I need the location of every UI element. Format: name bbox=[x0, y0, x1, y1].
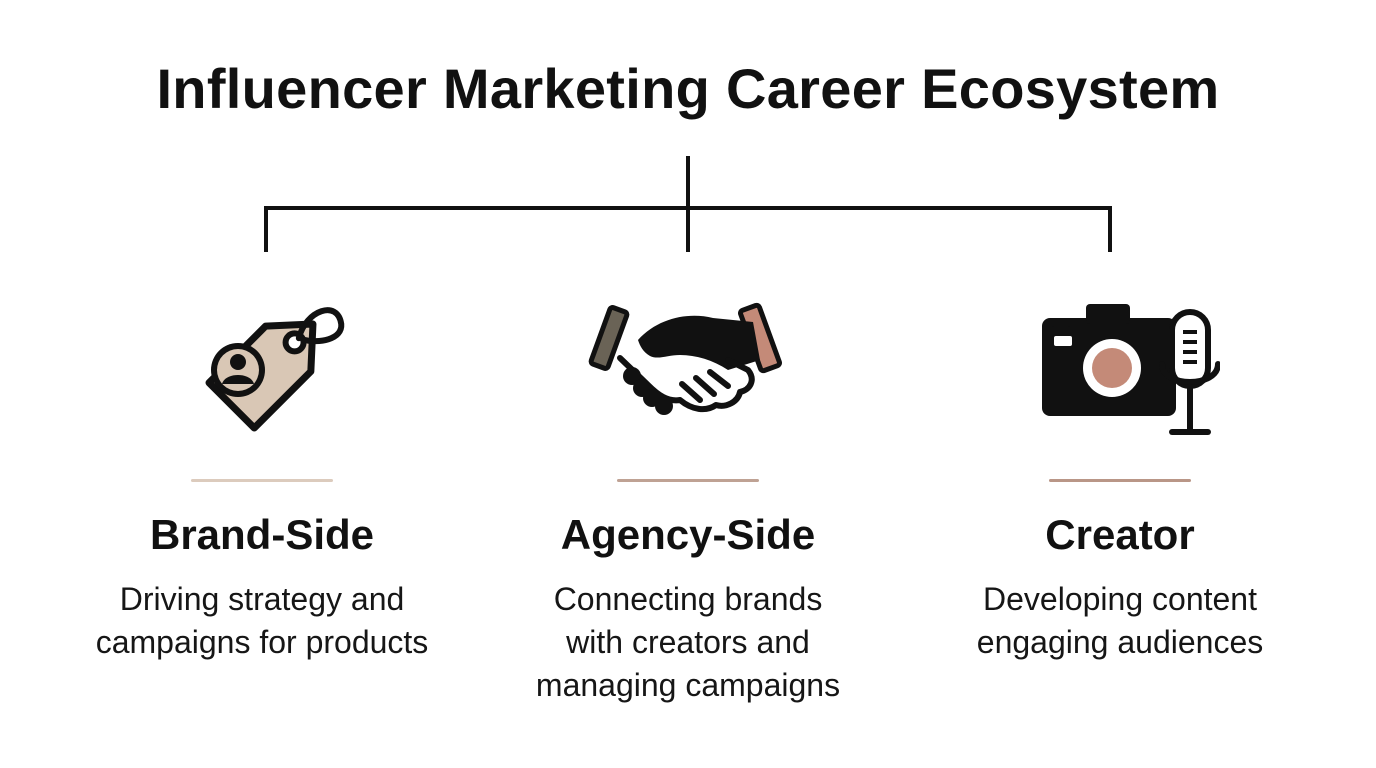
divider-brand bbox=[191, 479, 333, 482]
description-line: Connecting brands bbox=[553, 581, 823, 617]
column-creator: Creator Developing content engaging audi… bbox=[910, 260, 1330, 664]
handshake-icon bbox=[588, 302, 782, 415]
camera-microphone-icon bbox=[1042, 304, 1220, 435]
description-line: Developing content bbox=[983, 581, 1257, 617]
diagram-title: Influencer Marketing Career Ecosystem bbox=[156, 57, 1220, 120]
column-agency-side: Agency-Side Connecting brands with creat… bbox=[478, 260, 898, 707]
price-tag-person-icon bbox=[205, 307, 345, 432]
tree-connector bbox=[264, 156, 1112, 252]
heading-agency-side: Agency-Side bbox=[560, 511, 816, 558]
divider-agency bbox=[617, 479, 759, 482]
description-line: engaging audiences bbox=[976, 624, 1264, 660]
description-agency-side: Connecting brands with creators and mana… bbox=[478, 578, 898, 707]
description-line: with creators and bbox=[566, 624, 810, 660]
column-brand-side: Brand-Side Driving strategy and campaign… bbox=[52, 260, 472, 664]
description-line: managing campaigns bbox=[535, 667, 841, 703]
description-creator: Developing content engaging audiences bbox=[910, 578, 1330, 664]
description-line: Driving strategy and bbox=[119, 581, 405, 617]
heading-creator: Creator bbox=[1045, 511, 1195, 558]
divider-creator bbox=[1049, 479, 1191, 482]
description-brand-side: Driving strategy and campaigns for produ… bbox=[52, 578, 472, 664]
heading-brand-side: Brand-Side bbox=[149, 511, 375, 558]
description-line: campaigns for products bbox=[95, 624, 429, 660]
